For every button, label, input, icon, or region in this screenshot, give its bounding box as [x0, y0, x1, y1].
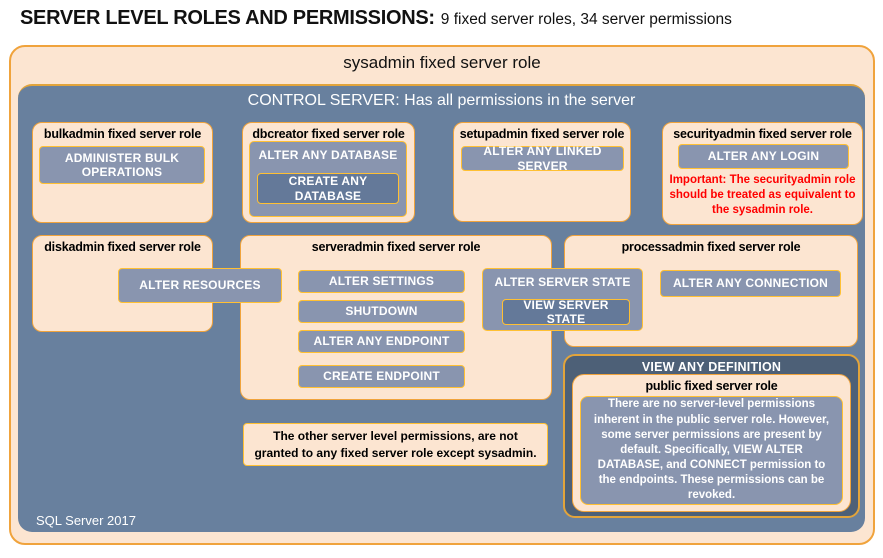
other-permissions-note: The other server level permissions, are …: [243, 423, 548, 466]
sql-server-version-label: SQL Server 2017: [36, 513, 136, 528]
page-title-main: SERVER LEVEL ROLES AND PERMISSIONS:: [20, 7, 435, 29]
page-title: SERVER LEVEL ROLES AND PERMISSIONS: 9 fix…: [20, 7, 870, 37]
permission-alter-settings: ALTER SETTINGS: [298, 270, 465, 293]
permission-alter-any-endpoint: ALTER ANY ENDPOINT: [298, 330, 465, 353]
control-server-label: CONTROL SERVER: Has all permissions in t…: [247, 92, 636, 109]
securityadmin-warning-text: Important: The securityadmin role should…: [669, 174, 856, 216]
serveradmin-role-label: serveradmin fixed server role: [311, 240, 481, 254]
setupadmin-role-label: setupadmin fixed server role: [459, 127, 625, 141]
permission-alter-resources: ALTER RESOURCES: [118, 268, 282, 303]
permission-create-endpoint: CREATE ENDPOINT: [298, 365, 465, 388]
securityadmin-role-box: securityadmin fixed server role: [662, 122, 863, 225]
permission-view-any-definition-label: VIEW ANY DEFINITION: [641, 360, 782, 374]
sysadmin-role-label: sysadmin fixed server role: [343, 53, 541, 72]
securityadmin-role-label: securityadmin fixed server role: [673, 127, 852, 141]
public-role-description: There are no server-level permissions in…: [580, 396, 843, 505]
permission-create-any-database: CREATE ANY DATABASE: [257, 173, 399, 204]
permission-view-server-state: VIEW SERVER STATE: [502, 298, 630, 326]
public-role-label: public fixed server role: [645, 379, 778, 393]
permission-shutdown: SHUTDOWN: [298, 300, 465, 323]
permission-alter-server-state-label: ALTER SERVER STATE: [494, 275, 631, 289]
dbcreator-role-label: dbcreator fixed server role: [252, 127, 405, 141]
permission-alter-any-linked-server: ALTER ANY LINKED SERVER: [461, 144, 624, 173]
setupadmin-role-box: setupadmin fixed server role: [453, 122, 631, 222]
diskadmin-role-label: diskadmin fixed server role: [44, 240, 201, 254]
bulkadmin-role-label: bulkadmin fixed server role: [43, 127, 202, 141]
processadmin-role-label: processadmin fixed server role: [621, 240, 801, 254]
permission-alter-any-database-label: ALTER ANY DATABASE: [258, 148, 398, 162]
page-title-sub: 9 fixed server roles, 34 server permissi…: [440, 11, 732, 28]
permission-alter-any-connection: ALTER ANY CONNECTION: [660, 270, 841, 297]
permission-administer-bulk-operations: ADMINISTER BULK OPERATIONS: [39, 146, 205, 184]
permission-alter-any-login: ALTER ANY LOGIN: [678, 144, 849, 169]
